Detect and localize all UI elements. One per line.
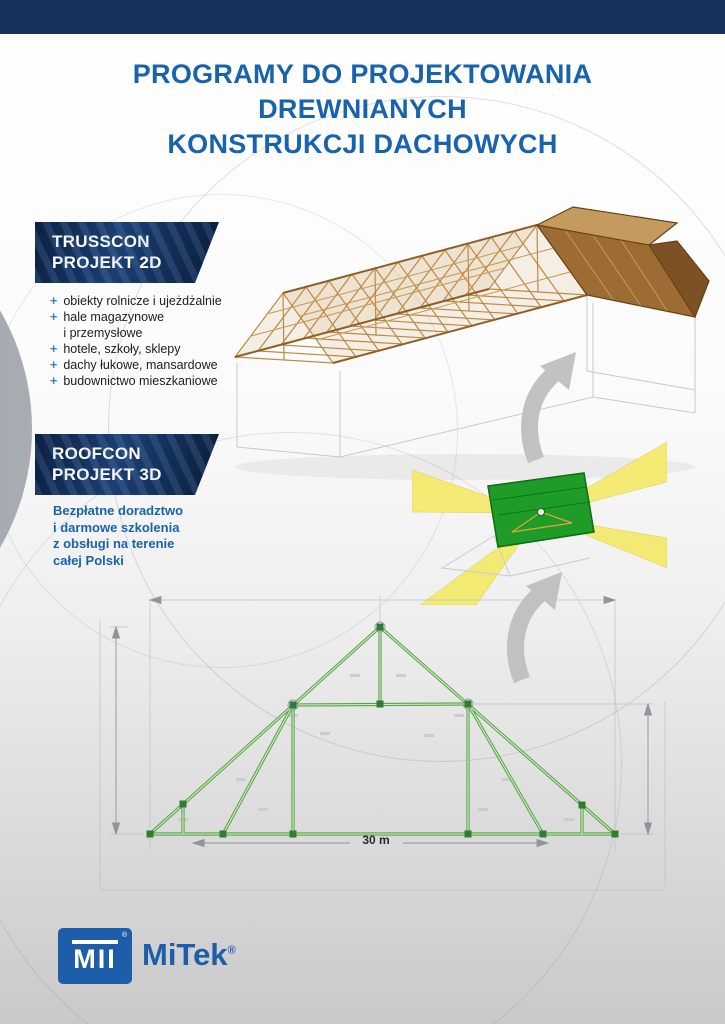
feature-text: hale magazynowe i przemysłowe (63, 310, 165, 340)
mitek-logo: MII ® (58, 928, 132, 984)
plus-icon: + (50, 310, 58, 324)
note-line: Bezpłatne doradztwo (53, 503, 184, 518)
render-3d-timber-roof (233, 206, 710, 480)
logo-bar (72, 939, 118, 944)
plus-icon: + (50, 342, 58, 356)
list-item: + hale magazynowe i przemysłowe (50, 309, 255, 341)
plus-icon: + (50, 358, 58, 372)
curved-up-arrow-icon (507, 572, 562, 684)
brand-wordmark: MiTek® (142, 936, 236, 973)
note-line: i darmowe szkolenia (53, 519, 180, 535)
title-line-1: PROGRAMY DO PROJEKTOWANIA (132, 59, 593, 89)
trusscon-name: TRUSSCON (52, 232, 150, 251)
title-line-2: DREWNIANYCH (258, 94, 467, 124)
feature-text: budownictwo mieszkaniowe (63, 374, 218, 388)
support-note: Bezpłatne doradztwo i darmowe szkolenia … (53, 503, 183, 569)
list-item: + dachy łukowe, mansardowe (50, 357, 255, 373)
list-item: + obiekty rolnicze i ujeżdżalnie (50, 293, 255, 309)
roofcon-subtitle: PROJEKT 3D (52, 465, 162, 484)
feature-text: hotele, szkoły, sklepy (63, 342, 181, 356)
page-title: PROGRAMY DO PROJEKTOWANIA DREWNIANYCH KO… (0, 57, 725, 162)
plus-icon: + (50, 374, 58, 388)
truss-technical-drawing (99, 595, 666, 891)
feature-text: dachy łukowe, mansardowe (63, 358, 218, 372)
list-item: + hotele, szkoły, sklepy (50, 341, 255, 357)
title-line-3: KONSTRUKCJI DACHOWYCH (167, 129, 558, 159)
feature-text: obiekty rolnicze i ujeżdżalnie (63, 294, 222, 308)
dimension-label: 30 m (362, 833, 390, 847)
trusscon-subtitle: PROJEKT 2D (52, 253, 162, 272)
list-item: + budownictwo mieszkaniowe (50, 373, 255, 389)
note-line: z obsługi na terenie (53, 536, 175, 551)
note-line: całej Polski (53, 552, 124, 568)
curved-up-arrow-icon (521, 352, 576, 464)
ribbon-roofcon: ROOFCON PROJEKT 3D (35, 434, 219, 495)
logo-monogram: MII (73, 943, 117, 974)
background-circle (0, 194, 458, 668)
brand-text: MiTek (142, 937, 228, 972)
registered-mark: ® (227, 944, 236, 957)
feature-list: + obiekty rolnicze i ujeżdżalnie + hale … (50, 293, 255, 389)
detail-connector-plate (412, 441, 667, 605)
ribbon-trusscon: TRUSSCON PROJEKT 2D (35, 222, 219, 283)
top-bar (0, 0, 725, 34)
plus-icon: + (50, 294, 58, 308)
registered-mark: ® (121, 932, 127, 939)
roofcon-name: ROOFCON (52, 444, 141, 463)
